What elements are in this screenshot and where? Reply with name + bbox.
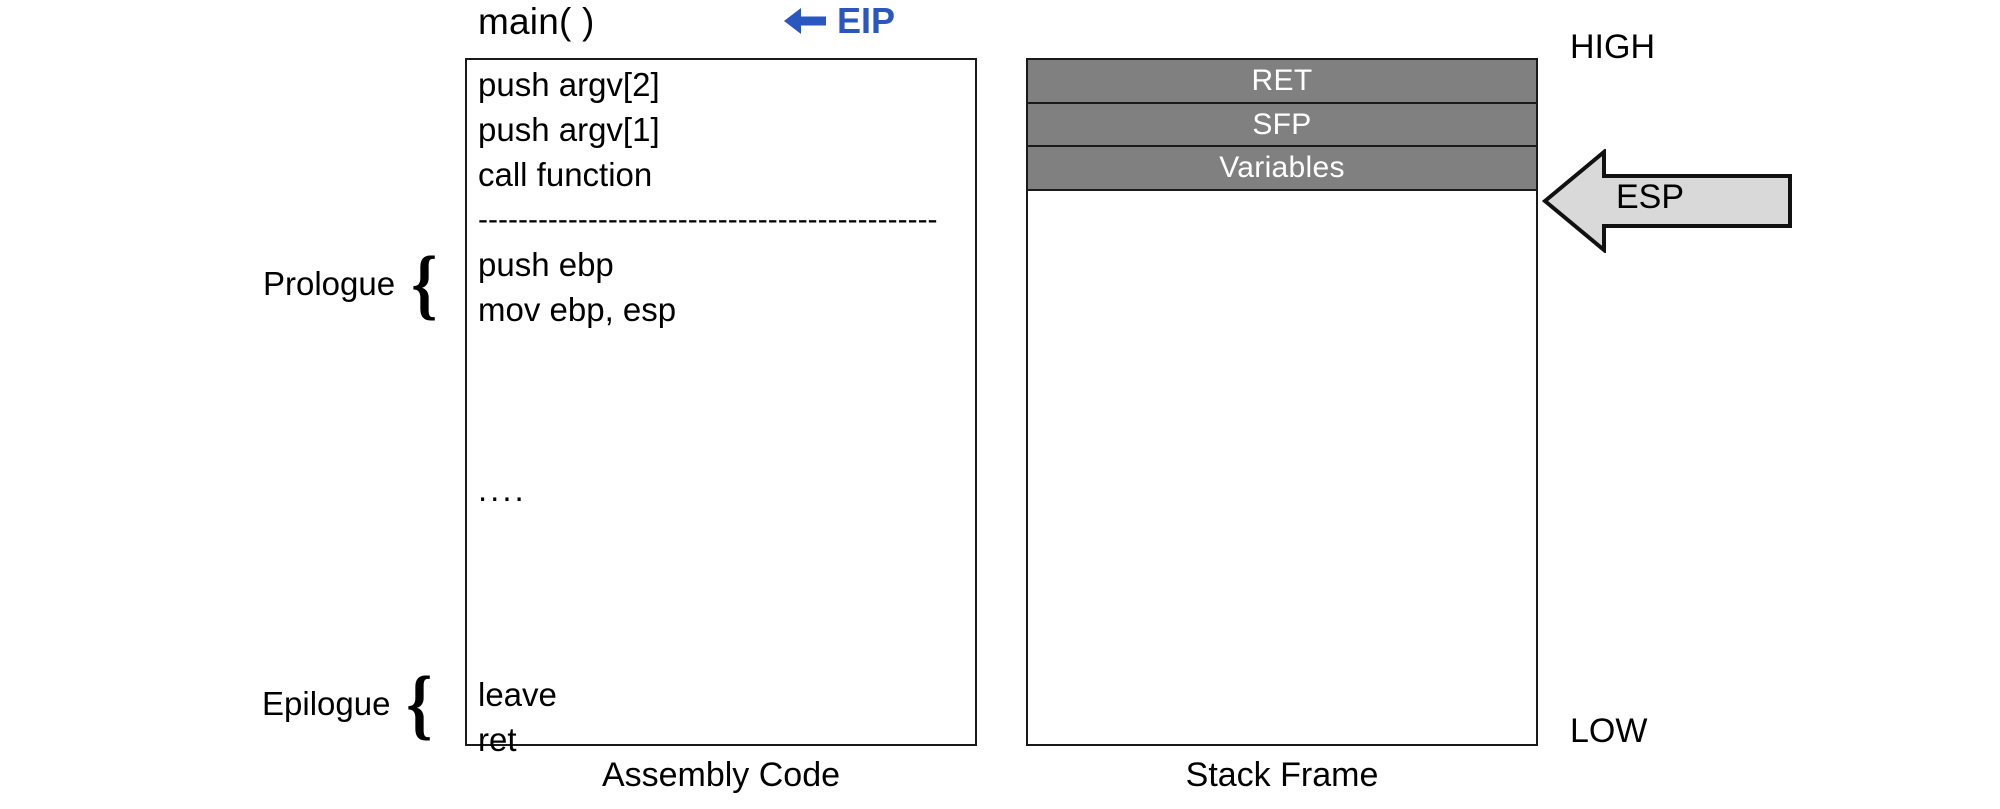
assembly-line: ret: [478, 721, 517, 758]
main-function-label: main( ): [478, 1, 595, 42]
eip-pointer: EIP: [782, 0, 895, 44]
assembly-code-box: [465, 58, 977, 746]
assembly-code-listing: push argv[2] push argv[1] call function …: [478, 62, 974, 647]
assembly-line: leave: [478, 676, 557, 713]
assembly-line: push argv[2]: [478, 66, 660, 103]
stack-cell-sfp: SFP: [1026, 101, 1538, 148]
assembly-line: mov ebp, esp: [478, 291, 677, 328]
left-block-arrow-icon: [1542, 149, 1792, 253]
stack-cell-ret: RET: [1026, 58, 1538, 104]
assembly-gap: [478, 332, 974, 377]
prologue-label: Prologue: [263, 265, 396, 302]
prologue-annotation: Prologue {: [263, 240, 440, 327]
assembly-separator: ----------------------------------------…: [478, 203, 938, 236]
address-high-label: HIGH: [1570, 28, 1655, 66]
prologue-brace-icon: {: [411, 240, 438, 327]
assembly-code-caption: Assembly Code: [601, 756, 841, 794]
assembly-gap: [478, 512, 974, 557]
left-arrow-icon: [784, 8, 826, 34]
assembly-gap: [478, 557, 974, 602]
epilogue-label: Epilogue: [262, 685, 391, 722]
address-low-label: LOW: [1570, 712, 1648, 750]
esp-label: ESP: [1616, 178, 1685, 216]
stack-frame-caption: Stack Frame: [1185, 756, 1379, 794]
assembly-gap: [478, 602, 974, 647]
assembly-gap: [478, 422, 974, 467]
epilogue-annotation: Epilogue {: [262, 660, 435, 747]
assembly-ellipsis: ....: [478, 471, 527, 508]
assembly-line: push argv[1]: [478, 111, 660, 148]
epilogue-brace-icon: {: [406, 660, 433, 747]
assembly-epilogue-listing: leave ret: [478, 672, 974, 762]
assembly-gap: [478, 377, 974, 422]
eip-label: EIP: [837, 0, 896, 41]
assembly-line: push ebp: [478, 246, 614, 283]
assembly-line: call function: [478, 156, 653, 193]
stack-frame-cells: RET SFP Variables: [1026, 58, 1538, 191]
stack-cell-variables: Variables: [1026, 145, 1538, 191]
